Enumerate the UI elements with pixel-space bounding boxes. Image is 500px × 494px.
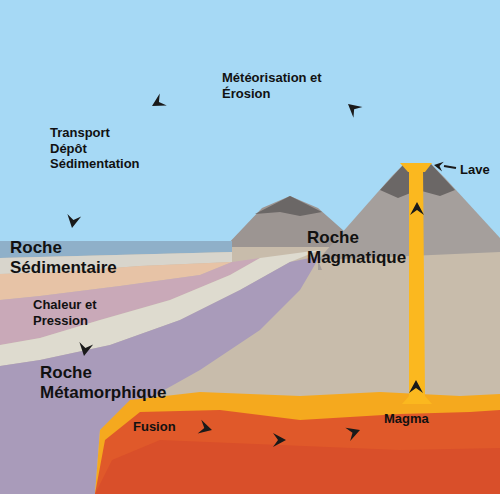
lava-label: Lave xyxy=(460,162,490,178)
magma-chamber xyxy=(95,440,500,494)
magma-chamber xyxy=(95,392,500,494)
mountain-top xyxy=(255,196,322,216)
cycle-arrow xyxy=(273,433,286,447)
volcanic-conduit xyxy=(402,168,432,404)
process-label: Météorisation et Érosion xyxy=(222,70,334,101)
cycle-arrow xyxy=(77,342,93,357)
cycle-arrow xyxy=(65,214,81,229)
cycle-arrow xyxy=(409,380,423,393)
cycle-arrow xyxy=(345,423,362,441)
rock-label: Roche Magmatique xyxy=(307,228,406,269)
cycle-arrow xyxy=(410,202,424,215)
crater-lava xyxy=(400,163,432,172)
leader-line xyxy=(444,166,456,168)
process-label: Chaleur et Pression xyxy=(33,297,131,328)
rock-label: Roche Métamorphique xyxy=(40,363,167,404)
cycle-arrow xyxy=(198,420,214,437)
ground xyxy=(0,246,500,494)
rock-label: Roche Sédimentaire xyxy=(10,238,117,279)
magma-label: Magma xyxy=(384,411,429,427)
leader-arrow xyxy=(433,160,444,171)
cycle-arrow xyxy=(344,99,363,118)
process-label: Transport Dépôt Sédimentation xyxy=(50,125,140,172)
process-label: Fusion xyxy=(133,419,176,435)
magma-chamber xyxy=(95,410,500,494)
cycle-arrow xyxy=(149,93,167,112)
